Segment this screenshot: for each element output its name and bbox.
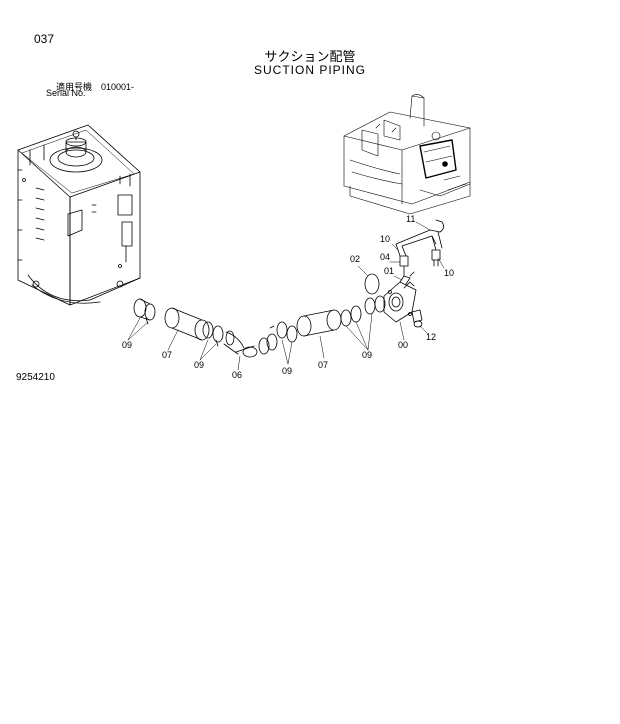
title-english: SUCTION PIPING	[253, 63, 366, 77]
callout-07-left: 07	[162, 350, 172, 360]
callout-10-lower: 10	[444, 268, 454, 278]
serial-label-english: Serial No.	[46, 88, 86, 98]
leader-lines	[127, 221, 445, 371]
callout-07-right: 07	[318, 360, 328, 370]
callout-02: 02	[350, 254, 360, 264]
drawing-number: 9254210	[16, 372, 55, 383]
callout-09-right: 09	[362, 350, 372, 360]
callout-01: 01	[384, 266, 394, 276]
callout-00: 00	[398, 340, 408, 350]
page-number: 037	[34, 32, 55, 46]
callout-12: 12	[426, 332, 436, 342]
title-japanese: サクション配管	[264, 49, 356, 64]
callout-06: 06	[232, 370, 242, 380]
excavator-overview	[343, 94, 471, 215]
callout-09-center-left: 09	[194, 360, 204, 370]
callout-04: 04	[380, 252, 390, 262]
hydraulic-tank	[17, 124, 141, 306]
callout-09-center: 09	[282, 366, 292, 376]
suction-piping-parts	[133, 219, 444, 358]
callout-09-left: 09	[122, 340, 132, 350]
callout-10-upper: 10	[380, 234, 390, 244]
serial-label-japanese: 適用号機 010001-	[56, 82, 135, 92]
callout-11: 11	[406, 214, 415, 224]
